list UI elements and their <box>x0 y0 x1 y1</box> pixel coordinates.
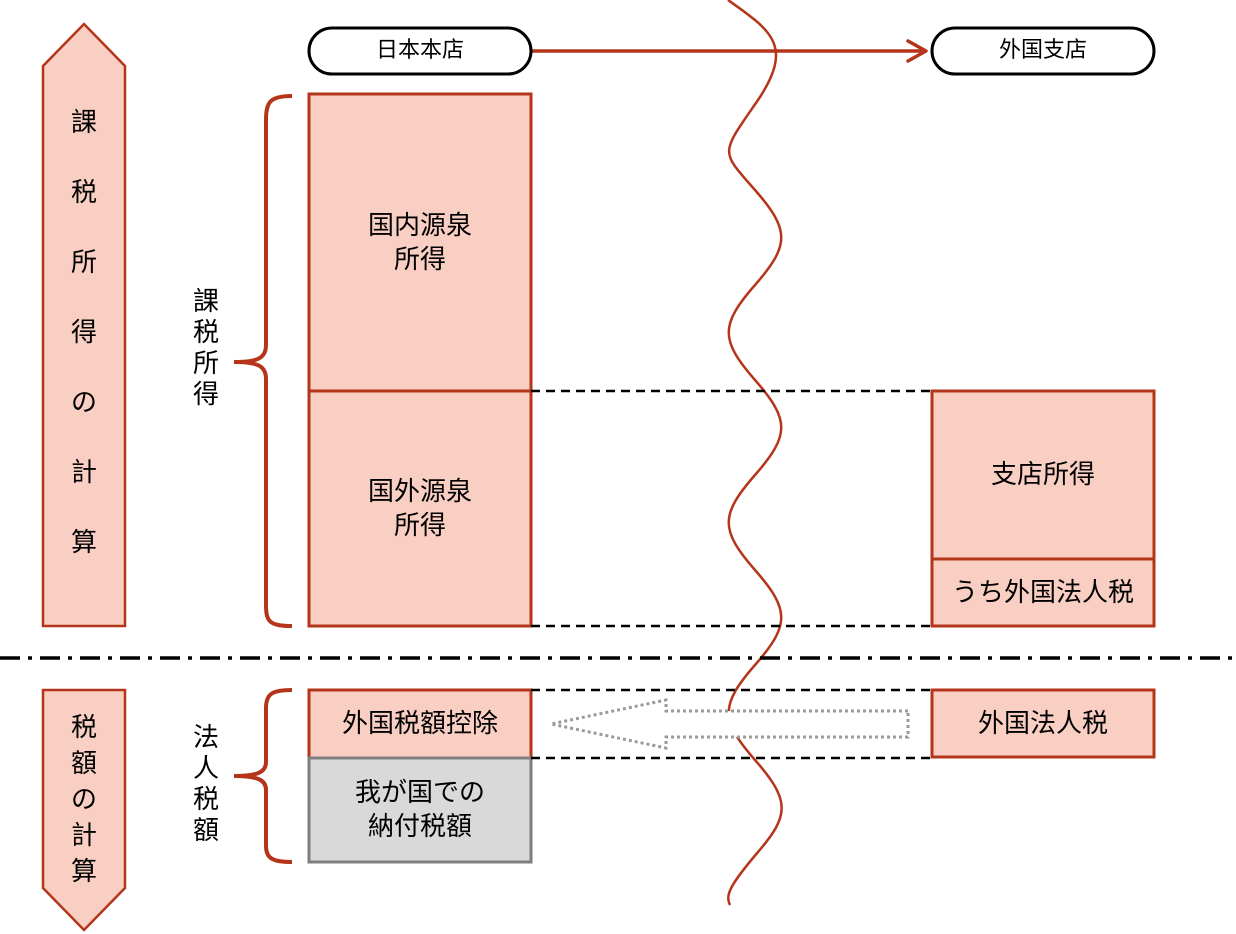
tax-payable-in-japan-label: 我が国での 納付税額 <box>354 778 485 842</box>
japan-head-office-pill-shape <box>307 26 533 76</box>
foreign-tax-credit-label: 外国税額控除 <box>341 709 498 739</box>
foreign-tax-to-credit-dotted-arrow <box>550 698 910 750</box>
head-office-to-branch-arrowhead <box>906 39 928 63</box>
corporate-tax-bracket-label: 法 人 税 額 <box>192 723 219 846</box>
branch-income-label: 支店所得 <box>990 460 1095 490</box>
tax-amount-calc-arrow-shape <box>41 688 127 932</box>
taxable-income-calc-arrow-shape <box>41 22 127 628</box>
domestic-source-income-label: 国内源泉 所得 <box>367 210 472 275</box>
foreign-source-income-label: 国外源泉 所得 <box>367 476 472 541</box>
national-border-wave <box>727 0 783 906</box>
foreign-corporate-tax-label: 外国法人税 <box>977 708 1108 739</box>
of-which-foreign-tax-label: うち外国法人税 <box>951 577 1134 608</box>
foreign-branch-label: 外国支店 <box>998 38 1087 63</box>
of-which-foreign-tax-rect <box>930 557 1156 628</box>
tax-amount-calc-label: 税 額 の 計 算 <box>70 713 97 887</box>
foreign-tax-credit-rect <box>307 688 533 760</box>
taxable-income-calc-label: 課 税 所 得 の 計 算 <box>70 108 97 558</box>
foreign-source-income-rect <box>307 389 533 628</box>
taxable-income-bracket <box>233 94 293 628</box>
taxable-income-bracket-label: 課 税 所 得 <box>192 287 219 410</box>
corporate-tax-bracket <box>233 688 293 864</box>
domestic-source-income-rect <box>307 92 533 393</box>
branch-income-rect <box>930 389 1156 561</box>
foreign-corporate-tax-rect <box>930 688 1156 759</box>
tax-payable-in-japan-rect <box>307 756 533 864</box>
foreign-branch-pill-shape <box>930 26 1156 76</box>
japan-head-office-label: 日本本店 <box>375 38 464 63</box>
